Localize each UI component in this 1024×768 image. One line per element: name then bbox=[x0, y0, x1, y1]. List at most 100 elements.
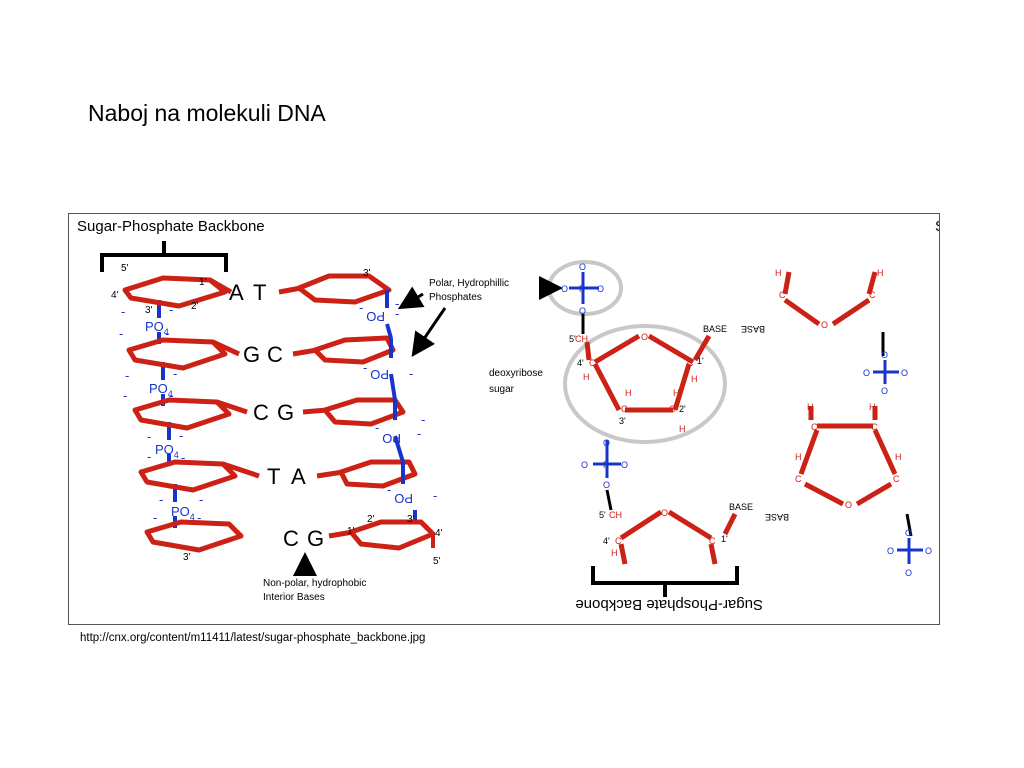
right-phosphate-links bbox=[385, 290, 417, 520]
svg-text:O: O bbox=[597, 284, 604, 294]
svg-text:PO4: PO4 bbox=[155, 442, 179, 460]
svg-text:O: O bbox=[905, 528, 912, 538]
svg-text:3': 3' bbox=[363, 268, 371, 279]
svg-text:H: H bbox=[895, 452, 902, 462]
inverted-phosphate-top: O O O O bbox=[863, 350, 908, 396]
inverted-phosphate-bottom: O O O O bbox=[887, 528, 932, 578]
source-caption: http://cnx.org/content/m11411/latest/sug… bbox=[80, 632, 426, 644]
svg-text:-: - bbox=[169, 388, 173, 403]
inverted-sugar-top: O C C H H BASE bbox=[741, 268, 885, 356]
svg-text:C: C bbox=[253, 400, 269, 425]
slide-title: Naboj na molekuli DNA bbox=[88, 100, 326, 126]
left-prime-labels: 5' 4' 1' 3' 2' 3' bbox=[111, 263, 207, 563]
svg-text:T: T bbox=[267, 464, 280, 489]
svg-text:1': 1' bbox=[721, 534, 728, 544]
svg-text:H: H bbox=[583, 372, 590, 382]
phosphate-group-mid: O O P O O bbox=[581, 438, 628, 511]
svg-text:P: P bbox=[579, 284, 585, 294]
svg-text:T: T bbox=[253, 280, 266, 305]
svg-text:BASE: BASE bbox=[741, 324, 765, 334]
svg-text:O: O bbox=[641, 332, 648, 342]
svg-text:C: C bbox=[893, 474, 900, 484]
svg-text:2': 2' bbox=[679, 404, 686, 414]
bottom-heading: Sugar-Phosphate Backbone bbox=[575, 596, 763, 613]
svg-text:5': 5' bbox=[433, 556, 441, 567]
svg-text:2': 2' bbox=[191, 301, 199, 312]
svg-text:H: H bbox=[869, 402, 876, 412]
svg-text:3': 3' bbox=[183, 552, 191, 563]
sugar-ring-top: O CH C C C C H H H H H 5' 4' 1' 3' 2' BA… bbox=[569, 324, 727, 434]
svg-text:C: C bbox=[871, 422, 878, 432]
svg-text:G: G bbox=[307, 526, 324, 551]
svg-text:4': 4' bbox=[435, 528, 443, 539]
svg-text:G: G bbox=[277, 400, 294, 425]
phosphate-group-top: O O P O O bbox=[539, 262, 604, 334]
svg-text:-: - bbox=[121, 304, 125, 319]
svg-text:1': 1' bbox=[697, 356, 704, 366]
dna-diagram: Sugar-Phosphate Backbone S PO4 PO4 PO4 P… bbox=[77, 218, 939, 613]
phosphates-callout: Polar, Hydrophillic Phosphates bbox=[397, 278, 509, 357]
svg-text:-: - bbox=[165, 326, 169, 341]
svg-text:C: C bbox=[621, 404, 628, 414]
svg-text:C: C bbox=[283, 526, 299, 551]
svg-text:3': 3' bbox=[145, 305, 153, 316]
right-phosphate-labels: PO PO PO PO bbox=[366, 309, 413, 506]
left-sugars bbox=[122, 275, 244, 553]
svg-text:H: H bbox=[807, 402, 814, 412]
svg-text:O: O bbox=[845, 500, 852, 510]
svg-text:-: - bbox=[173, 366, 177, 381]
svg-text:H: H bbox=[611, 548, 618, 558]
bases-callout: Non-polar, hydrophobic Interior Bases bbox=[263, 552, 366, 603]
svg-text:5': 5' bbox=[121, 263, 129, 274]
svg-text:Phosphates: Phosphates bbox=[429, 292, 482, 303]
svg-text:PO: PO bbox=[394, 491, 413, 506]
svg-text:O: O bbox=[579, 262, 586, 272]
svg-text:H: H bbox=[691, 374, 698, 384]
svg-text:O: O bbox=[661, 508, 668, 518]
svg-text:O: O bbox=[925, 546, 932, 556]
left-phosphate-labels: PO4 PO4 PO4 PO4 bbox=[145, 319, 195, 522]
svg-text:O: O bbox=[901, 368, 908, 378]
svg-text:5': 5' bbox=[599, 510, 606, 520]
svg-text:PO: PO bbox=[370, 367, 389, 382]
svg-text:O: O bbox=[603, 480, 610, 490]
right-prime-labels: 3' 1' 2' 3' 4' 5' bbox=[347, 268, 443, 567]
svg-text:H: H bbox=[679, 424, 686, 434]
svg-text:3': 3' bbox=[407, 514, 415, 525]
svg-text:sugar: sugar bbox=[489, 384, 515, 395]
svg-text:C: C bbox=[687, 358, 694, 368]
svg-text:-: - bbox=[181, 450, 185, 465]
left-charges: -- -- -- -- -- -- -- -- bbox=[119, 302, 203, 525]
svg-text:C: C bbox=[795, 474, 802, 484]
svg-text:H: H bbox=[795, 452, 802, 462]
svg-text:CH: CH bbox=[575, 334, 588, 344]
svg-text:A: A bbox=[291, 464, 306, 489]
base-letters: A T G C C G T A C G bbox=[229, 280, 324, 551]
stray-glyph: S bbox=[935, 218, 939, 235]
svg-text:PO4: PO4 bbox=[149, 381, 173, 399]
svg-text:C: C bbox=[709, 536, 716, 546]
svg-text:BASE: BASE bbox=[729, 502, 753, 512]
diagram-frame: Sugar-Phosphate Backbone S PO4 PO4 PO4 P… bbox=[68, 213, 940, 625]
svg-text:-: - bbox=[197, 510, 201, 525]
inverted-sugar-bottom: O C C C C H H H H BASE bbox=[765, 402, 913, 537]
svg-text:O: O bbox=[621, 460, 628, 470]
svg-text:O: O bbox=[603, 438, 610, 448]
svg-text:-: - bbox=[387, 482, 391, 497]
svg-text:C: C bbox=[615, 536, 622, 546]
svg-text:-: - bbox=[417, 426, 421, 441]
svg-text:C: C bbox=[779, 290, 786, 300]
svg-text:O: O bbox=[881, 386, 888, 396]
sugar-highlight bbox=[563, 324, 727, 444]
svg-text:O: O bbox=[863, 368, 870, 378]
svg-text:O: O bbox=[579, 306, 586, 316]
svg-text:O: O bbox=[887, 546, 894, 556]
svg-text:-: - bbox=[169, 302, 173, 317]
svg-text:-: - bbox=[199, 492, 203, 507]
top-heading: Sugar-Phosphate Backbone bbox=[77, 218, 265, 235]
svg-text:-: - bbox=[395, 306, 399, 321]
svg-text:-: - bbox=[125, 368, 129, 383]
svg-text:Interior Bases: Interior Bases bbox=[263, 592, 325, 603]
svg-text:PO: PO bbox=[382, 431, 401, 446]
svg-text:-: - bbox=[147, 429, 151, 444]
